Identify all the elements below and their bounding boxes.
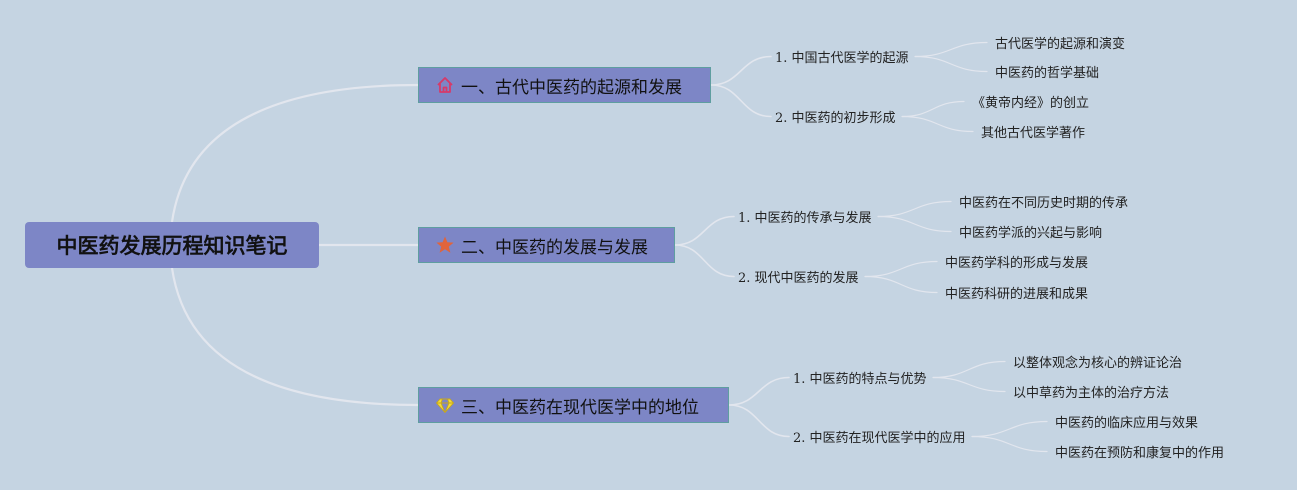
leaf-topic[interactable]: 《黄帝内经》的创立: [972, 96, 1090, 111]
leaf-topic[interactable]: 中医药的临床应用与效果: [1055, 416, 1199, 431]
leaf-topic[interactable]: 其他古代医学著作: [981, 126, 1086, 141]
subtopic-modern-application[interactable]: 2. 中医药在现代医学中的应用: [793, 431, 966, 446]
subtopic-ancient-medicine-origin[interactable]: 1. 中国古代医学的起源: [775, 51, 909, 66]
connector-line: [728, 376, 790, 406]
connector-line: [932, 376, 1006, 393]
connector-line: [971, 435, 1048, 453]
connector-line: [971, 420, 1048, 438]
leaf-topic[interactable]: 中医药学派的兴起与影响: [959, 226, 1103, 241]
connector-line: [932, 360, 1006, 379]
connector-line: [914, 41, 988, 58]
subtopic-features-advantages[interactable]: 1. 中医药的特点与优势: [793, 372, 927, 387]
house-icon: [435, 75, 455, 95]
connector-line: [901, 100, 965, 118]
connector-line: [674, 215, 735, 246]
leaf-topic[interactable]: 中医药科研的进展和成果: [945, 287, 1089, 302]
connector-line: [728, 404, 790, 438]
branch-label: 一、古代中医药的起源和发展: [461, 77, 682, 98]
subtopic-initial-formation[interactable]: 2. 中医药的初步形成: [775, 111, 896, 126]
leaf-topic[interactable]: 中医药的哲学基础: [995, 66, 1100, 81]
leaf-topic[interactable]: 古代医学的起源和演变: [995, 37, 1126, 52]
leaf-topic[interactable]: 以整体观念为核心的辨证论治: [1013, 356, 1183, 371]
connector-line: [877, 215, 952, 233]
leaf-topic[interactable]: 中医药在不同历史时期的传承: [959, 196, 1129, 211]
connector-line: [170, 267, 419, 407]
diamond-icon: [435, 395, 455, 415]
connector-line: [901, 115, 974, 133]
connector-line: [864, 275, 938, 294]
root-topic[interactable]: 中医药发展历程知识笔记: [25, 222, 319, 268]
branch-label: 三、中医药在现代医学中的地位: [461, 397, 699, 418]
leaf-topic[interactable]: 中医药在预防和康复中的作用: [1055, 446, 1225, 461]
connector-line: [710, 55, 772, 86]
branch-development[interactable]: 二、中医药的发展与发展: [418, 227, 675, 263]
star-icon: [435, 235, 455, 255]
connector-line: [877, 200, 952, 218]
connector-line: [914, 55, 988, 73]
leaf-topic[interactable]: 中医药学科的形成与发展: [945, 256, 1089, 271]
connector-line: [864, 260, 938, 278]
connector-line: [674, 244, 735, 278]
subtopic-modern-tcm-development[interactable]: 2. 现代中医药的发展: [738, 271, 859, 286]
branch-modern-status[interactable]: 三、中医药在现代医学中的地位: [418, 387, 729, 423]
leaf-topic[interactable]: 以中草药为主体的治疗方法: [1013, 386, 1170, 401]
branch-label: 二、中医药的发展与发展: [461, 237, 648, 258]
subtopic-inheritance-development[interactable]: 1. 中医药的传承与发展: [738, 211, 872, 226]
branch-ancient-origins[interactable]: 一、古代中医药的起源和发展: [418, 67, 711, 103]
connector-line: [710, 84, 772, 118]
connector-line: [170, 83, 419, 223]
